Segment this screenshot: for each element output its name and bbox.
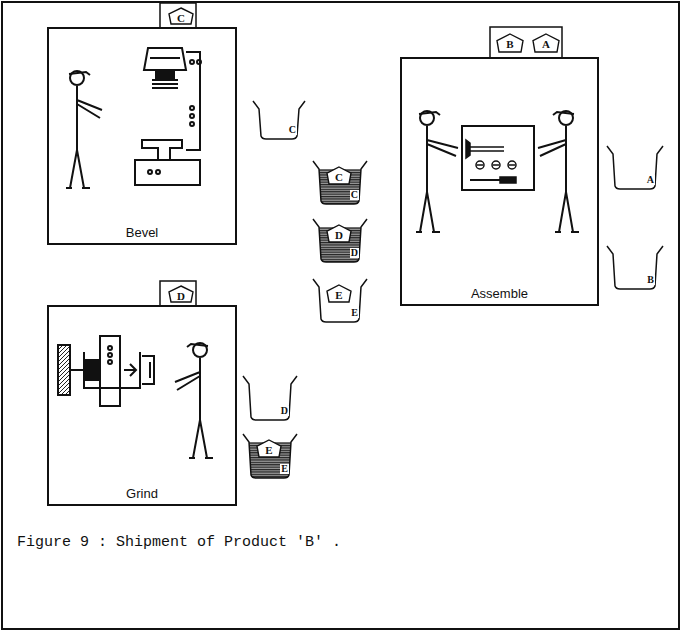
empty-bin: [606, 145, 664, 190]
station-label: Bevel: [49, 225, 235, 240]
kanban-card: D: [168, 285, 194, 303]
press-machine: [135, 48, 201, 185]
bin-letter: E: [280, 464, 289, 474]
bin-letter: D: [350, 248, 359, 258]
kanban-post: [160, 3, 196, 28]
station-label: Assemble: [402, 286, 597, 301]
full-bin: EE: [242, 433, 298, 479]
worker-figure: [66, 71, 102, 188]
kanban-card: A: [532, 33, 560, 53]
kanban-letter: E: [256, 444, 282, 456]
assembly-bench: [462, 126, 534, 190]
empty-bin: D: [242, 375, 298, 421]
kanban-letter: D: [326, 229, 352, 241]
kanban-card: B: [496, 33, 524, 53]
bin-letter: A: [646, 175, 655, 185]
station-label: Grind: [49, 486, 235, 501]
kanban-card: D: [326, 224, 352, 243]
empty-bin: C: [252, 100, 306, 140]
workstation-box: Grind: [47, 305, 237, 506]
kanban-card: C: [326, 166, 352, 185]
kanban-letter: E: [326, 289, 352, 301]
workstation-box: Assemble: [400, 57, 599, 306]
bin-letter: C: [350, 190, 359, 200]
empty-bin: EE: [312, 278, 368, 323]
full-bin: CC: [312, 160, 368, 205]
kanban-letter: D: [168, 290, 194, 302]
workstation-box: Bevel: [47, 27, 237, 245]
bin-letter: D: [280, 406, 289, 416]
kanban-letter: C: [326, 171, 352, 183]
grinding-machine: [58, 336, 154, 406]
full-bin: DD: [312, 218, 368, 263]
worker-figure: [175, 343, 213, 458]
bin-letter: C: [288, 125, 297, 135]
worker-figure: [416, 111, 458, 232]
kanban-letter: B: [496, 38, 524, 50]
empty-bin: [242, 375, 298, 421]
kanban-card: C: [168, 7, 194, 25]
kanban-letter: A: [532, 38, 560, 50]
kanban-letter: C: [168, 12, 194, 24]
empty-bin: B: [606, 245, 664, 290]
figure-caption: Figure 9 : Shipment of Product 'B' .: [17, 534, 341, 551]
kanban-card: E: [326, 284, 352, 303]
bin-letter: E: [350, 308, 359, 318]
worker-figure: [538, 111, 579, 232]
empty-bin: A: [606, 145, 664, 190]
empty-bin: [252, 100, 306, 140]
kanban-post: [490, 27, 562, 58]
bin-letter: B: [646, 275, 655, 285]
empty-bin: [606, 245, 664, 290]
kanban-card: E: [256, 439, 282, 458]
kanban-post: [160, 281, 196, 306]
